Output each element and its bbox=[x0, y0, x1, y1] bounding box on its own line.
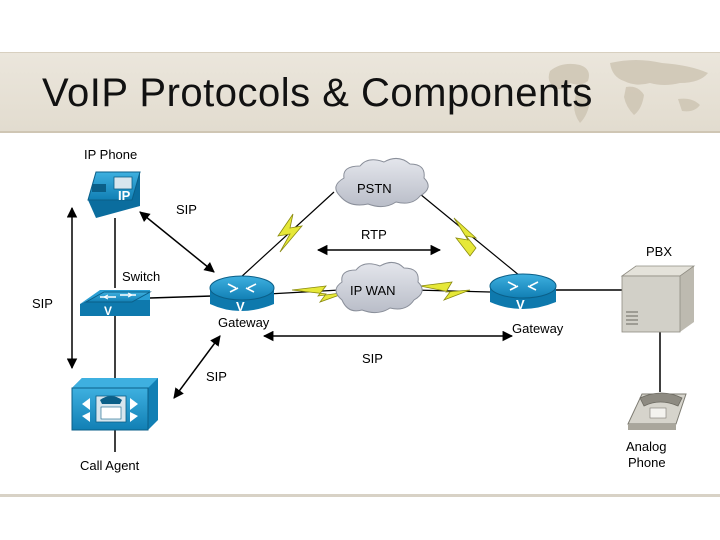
protocol-label-sip-left: SIP bbox=[32, 296, 53, 311]
slide-title: VoIP Protocols & Components bbox=[42, 71, 593, 115]
call-agent-label: Call Agent bbox=[80, 458, 140, 473]
lightning-icon bbox=[419, 281, 471, 301]
cloud-icon bbox=[335, 158, 429, 208]
ip-phone-icon: IP bbox=[87, 171, 141, 218]
link-gateway-left-wan bbox=[267, 289, 341, 295]
protocol-label-sip-phone-gateway: SIP bbox=[176, 202, 197, 217]
switch-icon: V bbox=[80, 290, 152, 318]
pbx-node: PBX bbox=[620, 244, 696, 333]
protocol-label-sip-gateways: SIP bbox=[362, 351, 383, 366]
protocol-label-sip-callagent-gateway: SIP bbox=[206, 369, 227, 384]
switch-badge: V bbox=[104, 304, 112, 318]
gateway-left-badge: V bbox=[236, 299, 245, 314]
footer-rule bbox=[0, 494, 720, 497]
gateway-right-badge: V bbox=[516, 297, 525, 312]
ip-phone-badge: IP bbox=[118, 188, 131, 203]
gateway-left-label: Gateway bbox=[218, 315, 270, 330]
lightning-icon bbox=[277, 213, 304, 253]
analog-phone-icon bbox=[627, 392, 687, 430]
link-switch-gateway bbox=[149, 295, 213, 299]
analog-phone-label-line1: Analog bbox=[626, 439, 666, 454]
protocol-label-rtp: RTP bbox=[361, 227, 387, 242]
call-agent-node: Call Agent bbox=[71, 378, 158, 473]
gateway-right-node: V Gateway bbox=[489, 273, 564, 336]
lightning-icon bbox=[453, 217, 478, 257]
title-bar: VoIP Protocols & Components bbox=[0, 52, 720, 133]
pbx-label: PBX bbox=[646, 244, 672, 259]
analog-phone-label-line2: Phone bbox=[628, 455, 666, 470]
link-wan-gateway-right bbox=[413, 289, 491, 293]
ip-phone-node: IP Phone IP bbox=[84, 147, 141, 218]
pbx-icon bbox=[620, 265, 696, 333]
switch-node: Switch V bbox=[80, 269, 160, 318]
cloud-icon bbox=[335, 262, 423, 314]
world-map-watermark bbox=[548, 60, 708, 123]
pstn-cloud: PSTN bbox=[335, 158, 429, 208]
ip-phone-label: IP Phone bbox=[84, 147, 137, 162]
arrow-sip-phone-gateway bbox=[139, 211, 215, 273]
voice-router-icon: V bbox=[489, 273, 557, 312]
link-gateway-left-pstn bbox=[239, 191, 335, 279]
ip-wan-label: IP WAN bbox=[350, 283, 396, 298]
call-agent-icon bbox=[71, 378, 158, 431]
pstn-label: PSTN bbox=[357, 181, 392, 196]
switch-label: Switch bbox=[122, 269, 160, 284]
analog-phone-node: Analog Phone bbox=[626, 392, 687, 470]
voice-router-icon: V bbox=[209, 275, 275, 314]
gateway-right-label: Gateway bbox=[512, 321, 564, 336]
ip-wan-cloud: IP WAN bbox=[335, 262, 423, 314]
arrow-sip-callagent-gateway bbox=[173, 335, 221, 399]
gateway-left-node: V Gateway bbox=[209, 275, 275, 330]
